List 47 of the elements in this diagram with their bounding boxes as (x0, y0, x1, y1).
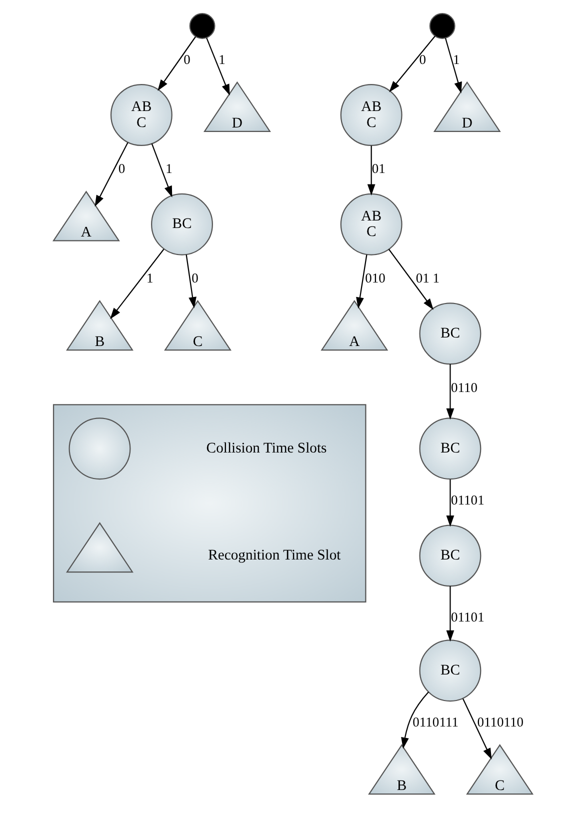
edge-label: 0110111 (412, 714, 458, 730)
arrow (110, 248, 164, 319)
arrow (206, 37, 230, 95)
node-circle (188, 12, 215, 38)
edge-label: 1 (452, 51, 460, 66)
edge-label: 0110 (450, 379, 478, 394)
node-triangle (66, 522, 133, 572)
node-circle: BC (150, 192, 212, 255)
arrow (94, 142, 128, 206)
arrow (462, 698, 492, 759)
arrow (446, 479, 454, 526)
node-circle (428, 12, 455, 38)
legend-label: Recognition Time Slot (208, 547, 340, 564)
edge-label: 01 1 (415, 270, 440, 286)
arrow (444, 37, 462, 93)
arrow (400, 691, 428, 748)
node-circle: AB C (110, 84, 172, 146)
legend-label: Collision Time Slots (206, 440, 326, 456)
edge-label: 0 (418, 51, 426, 66)
edge-label: 0 (118, 160, 125, 176)
edge-label: 0 (183, 51, 190, 66)
arrow (388, 248, 433, 310)
cluster (52, 404, 366, 602)
node-circle: BC (418, 524, 481, 586)
arrow (446, 364, 454, 420)
edge-label: 01 (371, 160, 385, 176)
arrow (366, 145, 375, 195)
arrow (446, 586, 454, 642)
edge-label: 01101 (450, 492, 484, 508)
arrow (388, 35, 435, 92)
edge-label: 01101 (450, 609, 484, 624)
arrow (185, 254, 196, 308)
edge-label: 1 (146, 270, 153, 286)
node-circle (68, 417, 130, 480)
node-circle: BC (418, 302, 481, 364)
node-circle: BC (418, 417, 481, 480)
node-circle: BC (418, 639, 481, 702)
arrow (157, 36, 196, 90)
edge-label: 1 (165, 160, 172, 176)
edge-label: 0110110 (476, 714, 524, 730)
edge-label: 010 (364, 270, 385, 286)
node-circle: AB C (340, 192, 402, 255)
edge-label: 0 (191, 270, 198, 286)
edge-label: 1 (218, 51, 225, 66)
arrow (356, 254, 367, 308)
arrow (150, 143, 172, 197)
node-circle: AB C (340, 84, 402, 146)
